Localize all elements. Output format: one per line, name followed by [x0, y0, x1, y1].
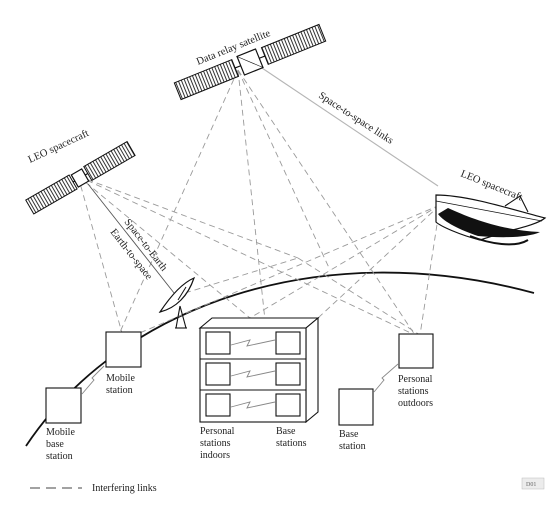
space-to-space-label: Space-to-space links	[316, 90, 395, 146]
link-shuttle-mobile	[134, 204, 441, 336]
link-leo-mobile	[77, 175, 123, 334]
link-ground-outdoors	[297, 257, 421, 336]
link-leo-building	[77, 175, 251, 319]
figure-tag-text: D01	[526, 482, 536, 488]
link-leo-ground	[77, 175, 299, 259]
link-dish-ground	[184, 257, 299, 294]
link-shuttle-outdoors	[419, 204, 441, 336]
space-to-earth-link	[87, 183, 179, 299]
interfering-links	[77, 69, 441, 336]
dish-antenna-icon	[158, 276, 195, 329]
personal-stations-indoors-label: Personal stations indoors	[200, 426, 237, 461]
building	[198, 316, 320, 424]
mobile-base-station	[45, 387, 82, 424]
link-relay-outdoors	[237, 69, 416, 336]
mobile-station-label: Mobile station	[106, 373, 137, 396]
leo-spacecraft-shuttle	[435, 194, 547, 246]
zigzag-link-mobile	[81, 365, 105, 395]
legend-interfering-links-label: Interfering links	[92, 483, 157, 494]
base-station	[338, 388, 374, 426]
space-to-space-link	[261, 67, 439, 187]
personal-stations-outdoors-label: Personal stations outdoors	[398, 374, 435, 409]
link-shuttle-building	[249, 204, 441, 319]
mobile-base-station-label: Mobile base station	[46, 427, 77, 462]
personal-stations-outdoors	[398, 333, 434, 369]
legend: Interfering links	[30, 483, 157, 494]
mobile-station	[105, 331, 142, 368]
link-relay-building	[237, 69, 266, 321]
link-relay-base	[237, 69, 331, 271]
base-station-label: Base station	[339, 429, 366, 452]
leo-spacecraft-left-label: LEO spacecraft	[27, 128, 91, 166]
base-stations-label: Base stations	[276, 426, 307, 449]
zigzag-link-outdoors	[373, 363, 399, 393]
leo-spacecraft-left	[25, 140, 136, 215]
link-relay-mobile	[119, 69, 239, 333]
figure-tag: D01	[521, 477, 545, 490]
link-leo-outdoors	[77, 175, 416, 336]
data-relay-satellite	[173, 23, 327, 101]
indoor-zigzag-links	[230, 339, 276, 409]
link-shuttle-building-2	[317, 204, 441, 319]
